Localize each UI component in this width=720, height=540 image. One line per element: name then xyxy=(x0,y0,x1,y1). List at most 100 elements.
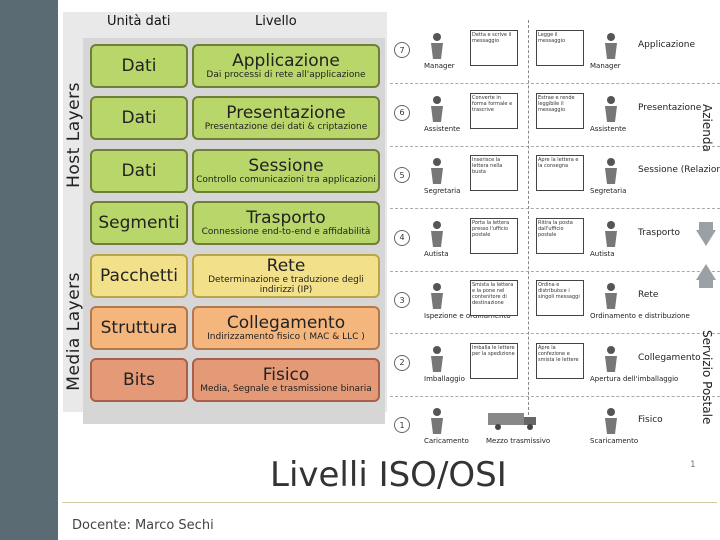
footer-author: Docente: Marco Sechi xyxy=(72,518,214,533)
left-role-label: Ispezione e ordinamento xyxy=(424,312,511,320)
person-icon xyxy=(426,345,448,373)
layer-number: 3 xyxy=(394,292,410,308)
postal-layer-name: Rete xyxy=(638,290,659,300)
postal-layer-name: Presentazione xyxy=(638,102,702,113)
host-layers-label: Host Layers xyxy=(64,82,84,188)
person-icon xyxy=(600,282,622,310)
footer-divider xyxy=(62,502,717,503)
layer-number: 6 xyxy=(394,104,410,121)
left-role-label: Imballaggio xyxy=(424,374,465,383)
right-role-label: Autista xyxy=(590,249,615,258)
left-step-box: Converte in forma formale e trascrive xyxy=(470,92,518,129)
layer-description: Presentazione dei dati & criptazione xyxy=(204,122,368,133)
person-icon xyxy=(426,220,448,248)
right-role-label: Manager xyxy=(590,62,621,70)
divider-line xyxy=(528,20,530,415)
layer-number: 1 xyxy=(394,417,410,433)
left-role-label: Assistente xyxy=(424,124,461,133)
layer-description: Determinazione e traduzione degli indiri… xyxy=(208,274,364,295)
right-step-box: Estrae e rende leggibile il messaggio xyxy=(536,92,584,129)
postal-layer-name: Collegamento xyxy=(638,352,701,363)
postal-layer-name: Applicazione xyxy=(638,40,696,50)
media-layers-label: Media Layers xyxy=(64,271,84,391)
row-separator xyxy=(390,333,720,334)
left-role-label: Segretaria xyxy=(424,187,461,195)
truck-icon xyxy=(488,413,536,430)
layer-name: Fisico xyxy=(262,365,310,386)
left-role-label: Manager xyxy=(424,62,455,70)
left-sidebar-bar xyxy=(0,0,58,540)
left-step-box: Smista la lettera e la pone nel contenit… xyxy=(470,280,518,316)
postal-service-label: Servizio Postale xyxy=(700,330,714,425)
page-number: 1 xyxy=(690,460,696,470)
layer-description: Media, Segnale e trasmissione binaria xyxy=(200,384,372,395)
row-separator xyxy=(390,395,720,397)
left-step-box: Imballa le lettere per la spedizione xyxy=(470,342,518,379)
osi-layers-diagram: Unità dati Livello Host Layers Media Lay… xyxy=(63,12,387,424)
right-role-label: Ordinamento e distribuzione xyxy=(590,312,690,320)
person-icon xyxy=(426,282,448,310)
layer-description: Connessione end-to-end e affidabilità xyxy=(201,227,371,238)
arrow-down-icon xyxy=(696,222,716,246)
layer-number: 7 xyxy=(394,42,410,58)
row-separator xyxy=(390,270,720,272)
data-unit-cell: Bits xyxy=(90,358,188,403)
person-icon xyxy=(600,345,622,373)
person-icon xyxy=(426,32,448,60)
layer-name: Collegamento xyxy=(226,313,346,333)
layer-description: Indirizzamento fisico ( MAC & LLC ) xyxy=(207,332,365,342)
left-step-box: Inserisce la lettera nella busta xyxy=(470,155,518,191)
row-separator xyxy=(390,145,720,147)
person-icon xyxy=(426,95,448,123)
row-separator xyxy=(390,83,720,84)
person-icon xyxy=(600,95,622,123)
left-role-label: Autista xyxy=(424,249,449,258)
right-step-box: Ordina e distribuisce i singoli messaggi xyxy=(536,280,584,316)
postal-layer-name: Fisico xyxy=(638,415,663,425)
layer-number: 4 xyxy=(394,229,410,246)
slide-title: Livelli ISO/OSI xyxy=(270,455,507,495)
left-step-box: Porta la lettera presso l'ufficio postal… xyxy=(470,217,518,254)
layer-name: Presentazione xyxy=(226,103,346,124)
person-icon xyxy=(600,407,622,435)
row-separator xyxy=(390,208,720,209)
person-icon xyxy=(426,157,448,185)
person-icon xyxy=(600,32,622,60)
right-step-box: Apre la confezione e smista le lettere xyxy=(536,342,584,379)
right-role-label: Scaricamento xyxy=(590,437,639,445)
data-unit-cell: Dati xyxy=(90,44,188,88)
data-unit-cell: Dati xyxy=(90,148,188,193)
layer-name: Applicazione xyxy=(232,51,340,71)
layer-description: Controllo comunicazioni tra applicazioni xyxy=(196,174,376,185)
layer-name: Trasporto xyxy=(246,208,326,229)
arrow-up-icon xyxy=(696,264,716,288)
right-step-box: Apre la lettera e la consegna xyxy=(536,155,584,191)
azienda-label: Azienda xyxy=(700,104,714,152)
right-step-box: Ritira la posta dall'ufficio postale xyxy=(536,217,584,254)
data-unit-cell: Pacchetti xyxy=(90,253,188,298)
left-step-box: Detta e scrive il messaggio xyxy=(470,30,518,66)
layer-name: Sessione xyxy=(248,155,324,176)
person-icon xyxy=(600,220,622,248)
left-role-label: Caricamento xyxy=(424,437,469,445)
person-icon xyxy=(600,157,622,185)
layer-number: 5 xyxy=(394,167,410,183)
data-unit-cell: Dati xyxy=(90,96,188,141)
postal-layer-name: Sessione (Relazione) xyxy=(638,165,720,175)
layer-number: 2 xyxy=(394,354,410,371)
level-header: Livello xyxy=(255,14,297,29)
medium-label: Mezzo trasmissivo xyxy=(486,437,551,445)
